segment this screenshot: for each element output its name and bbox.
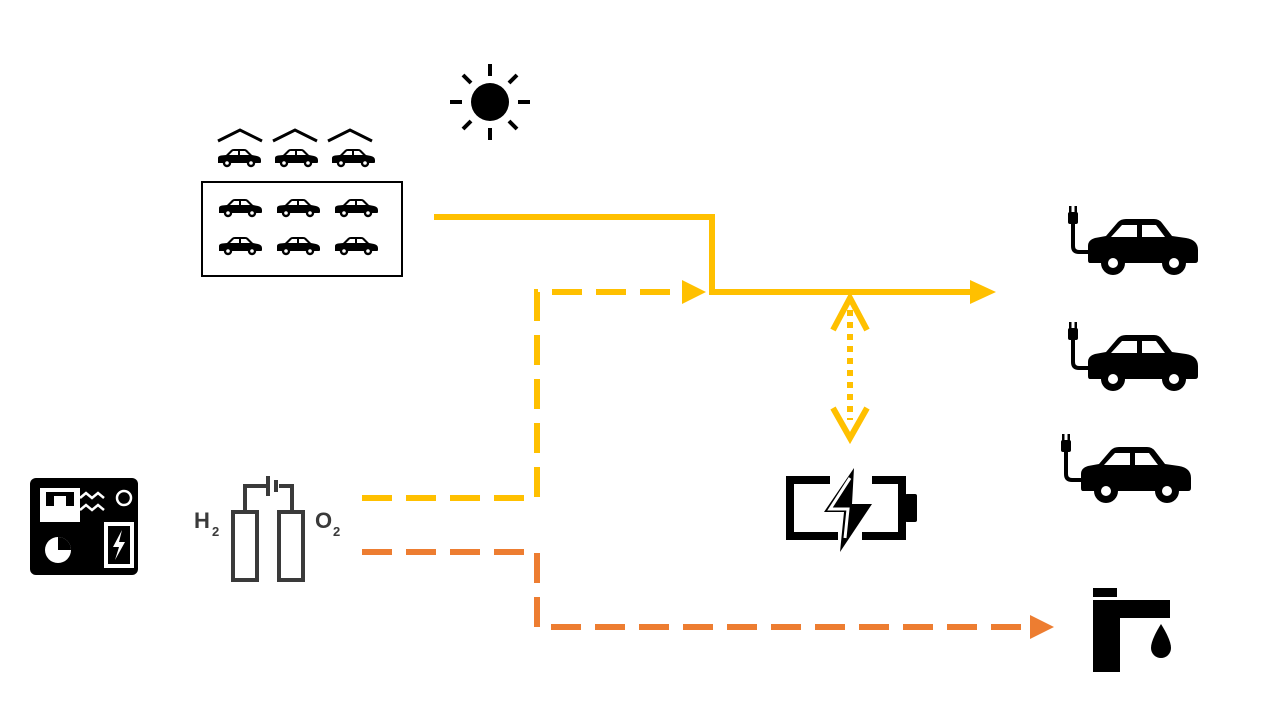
hydrogen-power-flow-line	[362, 280, 706, 501]
covered-car-icon	[275, 149, 318, 168]
electric-car-icon	[1066, 204, 1200, 277]
heat-flow-line	[362, 549, 1054, 639]
solar-flow-line	[434, 214, 996, 304]
electric-car-icon	[1066, 320, 1200, 393]
electric-car-icon	[1059, 432, 1193, 505]
hydrogen-label: H	[194, 508, 210, 533]
sun-icon	[450, 64, 530, 140]
battery-exchange-flow-line	[830, 291, 870, 445]
water-tap-icon	[1093, 588, 1171, 672]
electrolyzer-icon: H 2 O 2	[194, 476, 340, 582]
oxygen-subscript: 2	[333, 524, 340, 539]
covered-car-icon	[218, 149, 261, 168]
solar-carport-icon	[201, 128, 403, 277]
fuel-cell-generator-icon	[30, 478, 138, 575]
battery-charging-icon	[786, 468, 917, 552]
oxygen-label: O	[315, 508, 332, 533]
hydrogen-subscript: 2	[212, 524, 219, 539]
covered-car-icon	[332, 149, 375, 168]
